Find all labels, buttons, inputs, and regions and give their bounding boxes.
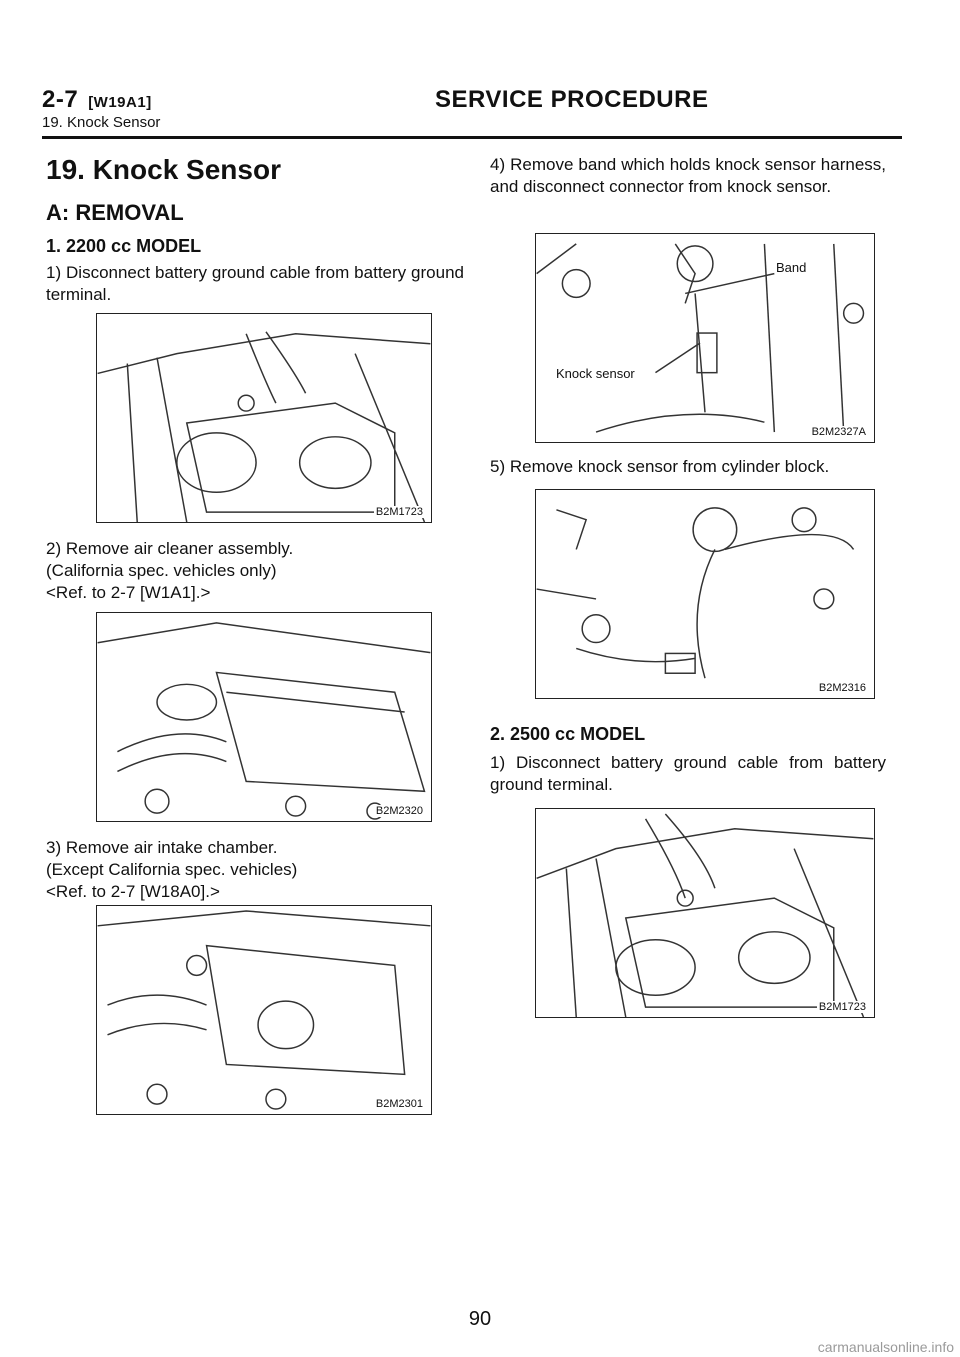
model-2200-heading: 1. 2200 cc MODEL — [46, 236, 202, 256]
figure-code: B2M1723 — [816, 1001, 868, 1013]
battery-illustration — [97, 331, 431, 522]
figure-code: B2M2316 — [816, 682, 868, 694]
section-number: 2-7[W19A1] — [42, 86, 152, 113]
cylinder-block-illustration — [536, 507, 855, 679]
figure-cylinder-block: B2M2316 — [535, 489, 875, 699]
page-number: 90 — [468, 1308, 492, 1330]
section-code: [W19A1] — [88, 94, 152, 111]
model-2500-heading: 2. 2500 cc MODEL — [490, 724, 646, 744]
figure-knock-sensor-band: Band Knock sensor B2M2327A — [535, 233, 875, 443]
figure-code: B2M1723 — [373, 506, 425, 518]
section-subtitle: 19. Knock Sensor — [42, 114, 161, 131]
callout-knock-sensor: Knock sensor — [556, 366, 635, 381]
figure-battery-ground-2500: B2M1723 — [535, 808, 875, 1018]
step-2200-4: 4) Remove band which holds knock sensor … — [490, 155, 886, 196]
header-rule — [42, 136, 902, 139]
figure-code: B2M2327A — [809, 426, 868, 438]
watermark: carmanualsonline.info — [817, 1339, 954, 1355]
page-title: 19. Knock Sensor — [46, 154, 281, 185]
air-intake-illustration — [97, 910, 431, 1110]
step-2200-3a: 3) Remove air intake chamber. — [46, 838, 278, 857]
figure-battery-ground: B2M1723 — [96, 313, 432, 523]
step-2200-2c: <Ref. to 2-7 [W1A1].> — [46, 583, 211, 602]
page-header-title: SERVICE PROCEDURE — [435, 86, 709, 113]
figure-air-cleaner: B2M2320 — [96, 612, 432, 822]
step-2200-1: 1) Disconnect battery ground cable from … — [46, 263, 464, 304]
step-2200-5: 5) Remove knock sensor from cylinder blo… — [490, 457, 830, 476]
step-2200-3c: <Ref. to 2-7 [W18A0].> — [46, 882, 220, 901]
knock-sensor-illustration — [536, 243, 865, 433]
figure-air-intake-chamber: B2M2301 — [96, 905, 432, 1115]
section-heading-removal: A: REMOVAL — [46, 200, 184, 225]
callout-band: Band — [776, 260, 807, 275]
air-cleaner-illustration — [97, 622, 431, 820]
step-2200-2a: 2) Remove air cleaner assembly. — [46, 539, 294, 558]
step-2200-2b: (California spec. vehicles only) — [46, 561, 277, 580]
step-2200-3b: (Except California spec. vehicles) — [46, 860, 298, 879]
step-2500-1: 1) Disconnect battery ground cable from … — [490, 753, 886, 794]
figure-code: B2M2320 — [373, 805, 425, 817]
battery-illustration-2500 — [536, 813, 874, 1017]
figure-code: B2M2301 — [373, 1098, 425, 1110]
